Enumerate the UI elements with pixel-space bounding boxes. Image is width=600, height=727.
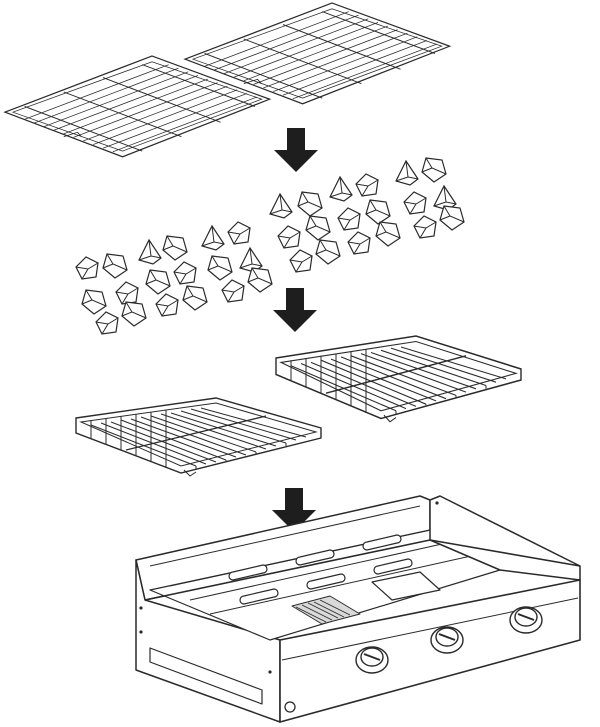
control-knob-2 [430, 626, 464, 654]
down-arrow-2 [273, 288, 317, 332]
igniter-button [284, 701, 296, 713]
down-arrow-3 [272, 488, 316, 532]
rock-grate-right [275, 335, 522, 423]
control-knob-1 [355, 646, 389, 674]
control-knob-3 [509, 606, 543, 634]
lava-rocks [75, 157, 465, 335]
down-arrow-1 [274, 128, 318, 172]
burner-base [135, 495, 581, 723]
rock-grate-left [75, 397, 322, 477]
